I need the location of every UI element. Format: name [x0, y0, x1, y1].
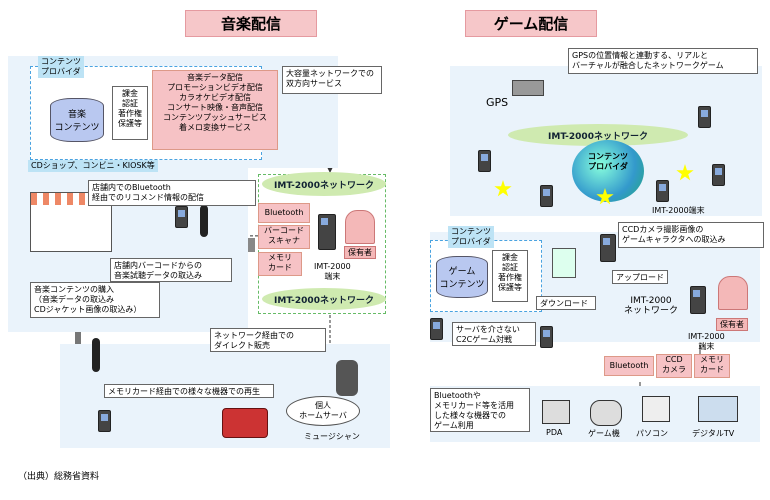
device-label: パソコン — [636, 429, 668, 438]
terminal-label: IMT-2000 端末 — [314, 262, 351, 281]
service-item: カラオケビデオ配信 — [179, 93, 251, 102]
c2c-note: サーバを介さない C2Cゲーム対戦 — [452, 322, 536, 346]
music-content-db: 音楽 コンテンツ — [50, 98, 104, 142]
walking-person-icon — [92, 338, 100, 372]
phone-icon — [698, 106, 711, 128]
audio-player-icon — [222, 408, 268, 438]
owner-person-icon — [718, 276, 748, 310]
music-provider-label: コンテンツ プロバイダ — [38, 56, 84, 78]
broadband-note: 大容量ネットワークでの 双方向サービス — [282, 66, 382, 94]
photo-person-icon — [552, 248, 576, 278]
game-console-icon — [590, 400, 622, 426]
person-silhouette-icon — [200, 205, 208, 237]
feature-memory-card: メモリ カード — [694, 354, 730, 378]
phone-icon — [478, 150, 491, 172]
ccd-note: CCDカメラ撮影画像の ゲームキャラクタへの取込み — [618, 222, 764, 248]
service-item: 音楽データ配信 — [187, 73, 243, 82]
shop-label: CDショップ、コンビニ・KIOSK等 — [28, 160, 158, 172]
purchase-note: 音楽コンテンツの購入 （音楽データの取込み CDジャケット画像の取込み） — [30, 282, 160, 318]
phone-icon — [540, 326, 553, 348]
owner-label: 保有者 — [344, 246, 376, 259]
gps-label: GPS — [486, 96, 509, 109]
terminal-phone-icon — [318, 214, 336, 250]
phone-icon — [656, 180, 669, 202]
ccd-phone-icon — [600, 234, 616, 262]
memory-playback-note: メモリカード経由での様々な機器での再生 — [104, 384, 274, 398]
direct-sales-note: ネットワーク経由での ダイレクト販売 — [210, 328, 326, 352]
feature-bluetooth: Bluetooth — [258, 203, 310, 223]
service-item: コンテンツプッシュサービス — [163, 113, 267, 122]
imt-network-label: IMT-2000 ネットワーク — [624, 296, 679, 316]
feature-ccd-camera: CCD カメラ — [656, 354, 692, 378]
download-label: ダウンロード — [536, 296, 596, 310]
feature-memory-card: メモリ カード — [258, 252, 302, 276]
game-content-db: ゲーム コンテンツ — [436, 256, 488, 298]
musician-label: ミュージシャン — [304, 432, 360, 441]
phone-icon — [175, 206, 188, 228]
pda-icon — [542, 400, 570, 424]
imt-network-top: IMT-2000ネットワーク — [262, 172, 386, 196]
game-section-title: ゲーム配信 — [465, 10, 597, 37]
device-label: PDA — [546, 428, 563, 437]
terminal-phone-icon — [690, 286, 706, 314]
terminal-top-label: IMT-2000端末 — [652, 206, 705, 215]
service-item: 着メロ変換サービス — [179, 123, 251, 132]
satellite-icon — [512, 80, 544, 96]
device-label: デジタルTV — [692, 429, 735, 438]
imt-network-ellipse: IMT-2000ネットワーク — [508, 124, 688, 146]
music-section-title: 音楽配信 — [185, 10, 317, 37]
home-server: 個人 ホームサーバ — [286, 396, 360, 426]
imt-network-bottom: IMT-2000ネットワーク — [262, 288, 386, 310]
gps-note: GPSの位置情報と連動する、リアルと バーチャルが融合したネットワークゲーム — [568, 48, 758, 74]
game-rights-box: 課金 認証 著作権 保護等 — [492, 250, 528, 302]
store-bluetooth-note: 店舗内でのBluetooth 経由でのリコメンド情報の配信 — [88, 180, 256, 206]
service-item: プロモーションビデオ配信 — [167, 83, 263, 92]
service-item: コンサート映像・音声配信 — [167, 103, 263, 112]
music-rights-box: 課金 認証 著作権 保護等 — [112, 86, 148, 140]
digital-tv-icon — [698, 396, 738, 422]
feature-barcode-scanner: バーコード スキャナ — [258, 225, 310, 249]
device-label: ゲーム機 — [588, 429, 620, 438]
owner-person-icon — [345, 210, 375, 244]
phone-icon — [540, 185, 553, 207]
devices-note: Bluetoothや メモリカード等を活用 した様々な機器での ゲーム利用 — [430, 388, 530, 432]
musician-icon — [336, 360, 358, 396]
globe-provider-label: コンテンツ プロバイダ — [588, 152, 628, 171]
owner-label: 保有者 — [716, 318, 748, 331]
game-provider-label: コンテンツ プロバイダ — [448, 226, 494, 248]
pc-icon — [642, 396, 670, 422]
phone-icon — [712, 164, 725, 186]
phone-icon — [430, 318, 443, 340]
terminal-label: IMT-2000 端末 — [688, 332, 725, 351]
upload-label: アップロード — [612, 270, 668, 284]
barcode-note: 店舗内バーコードからの 音楽試聴データの取込み — [110, 258, 232, 282]
feature-bluetooth: Bluetooth — [604, 356, 654, 376]
globe-icon — [572, 140, 644, 202]
source-note: （出典）総務省資料 — [18, 472, 100, 482]
phone-icon-bottom — [98, 410, 111, 432]
music-services-list: 音楽データ配信 プロモーションビデオ配信 カラオケビデオ配信 コンサート映像・音… — [152, 70, 278, 150]
